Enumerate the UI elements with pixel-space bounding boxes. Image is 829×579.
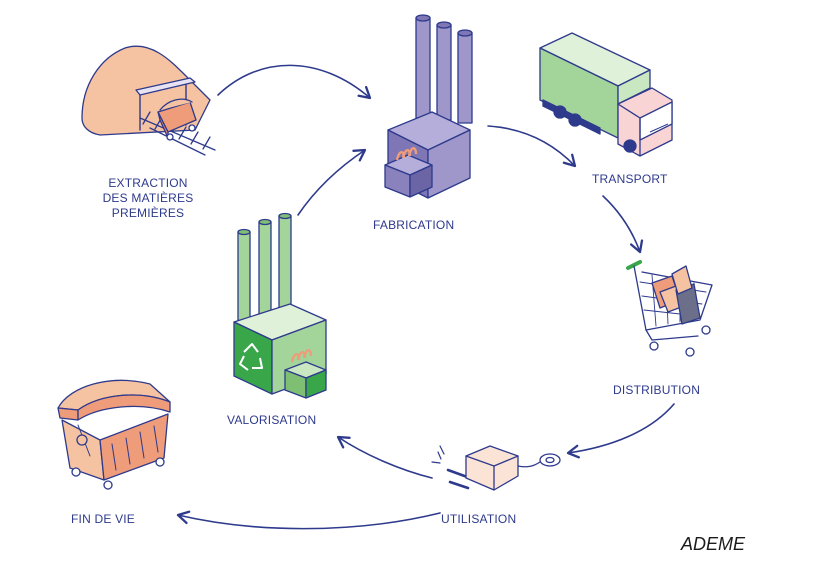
mine-icon: [81, 45, 216, 156]
factory-icon: [384, 14, 473, 199]
dumpster-icon: [57, 379, 171, 490]
arrow-distribution-to-utilisation: [566, 403, 675, 459]
truck-icon: [539, 32, 673, 157]
arrow-valorisation-to-fabrication: [297, 148, 367, 216]
transport-label: TRANSPORT: [592, 172, 668, 186]
fabrication-label: FABRICATION: [373, 218, 455, 232]
arrow-utilisation-to-valorisation: [336, 435, 433, 479]
extraction-label-line-1: EXTRACTION: [108, 176, 188, 190]
extraction-label: EXTRACTION DES MATIÈRES PREMIÈRES: [92, 176, 204, 221]
arrow-transport-to-distribution: [602, 195, 644, 254]
arrow-fabrication-to-transport: [487, 125, 577, 168]
extraction-label-line-2: DES MATIÈRES: [102, 191, 194, 205]
arrow-utilisation-to-fin-de-vie: [176, 510, 441, 530]
recycling-plant-icon: [233, 212, 327, 399]
shopping-cart-icon: [626, 260, 713, 357]
distribution-label: DISTRIBUTION: [613, 383, 701, 397]
extraction-label-line-3: PREMIÈRES: [111, 206, 185, 220]
valorisation-label: VALORISATION: [227, 413, 317, 427]
utilisation-label: UTILISATION: [441, 512, 517, 526]
plug-icon: [431, 445, 561, 491]
arrow-extraction-to-fabrication: [217, 64, 372, 100]
ademe-credit: ADEME: [681, 534, 746, 554]
fin-de-vie-label: FIN DE VIE: [71, 512, 136, 526]
